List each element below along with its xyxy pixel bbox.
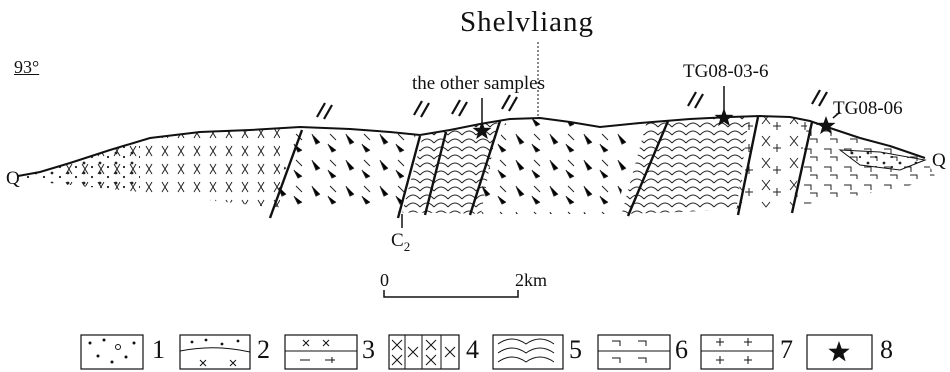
legend-number-1: 1 (152, 335, 165, 364)
rock-units (18, 116, 935, 214)
gravel-dots-pattern (80, 334, 144, 370)
direction-label: 93° (14, 57, 40, 77)
fault-sense-symbol (451, 99, 468, 117)
unit-lcross-central (470, 116, 640, 214)
legend-number-5: 5 (569, 335, 582, 364)
legend-number-8: 8 (880, 335, 893, 364)
quaternary-label-right: Q (932, 150, 946, 171)
x-columns-pattern (388, 334, 460, 370)
legend-number-3: 3 (362, 335, 375, 364)
legend-number-7: 7 (780, 335, 793, 364)
scale-bar (383, 290, 519, 298)
scale-end-label: 2km (515, 270, 548, 290)
fault-line (268, 129, 304, 219)
fault-line (396, 135, 422, 219)
unit-arc-central (400, 116, 500, 214)
fault-sense-symbol (413, 100, 430, 118)
sample-star-tg08-06 (816, 116, 836, 135)
carboniferous-label-sub: 2 (403, 238, 411, 254)
legend-number-6: 6 (675, 335, 688, 364)
fault-line (736, 116, 760, 216)
scale-start-label: 0 (380, 270, 389, 290)
carboniferous-label: C2 (391, 231, 410, 253)
fault-line (626, 120, 670, 217)
sample-label-tg08-06: TG08-06 (833, 98, 903, 119)
sample-label-tg08-03-6: TG08-03-6 (683, 61, 769, 82)
legend-number-2: 2 (257, 335, 270, 364)
brackets-pattern (597, 334, 671, 370)
quaternary-label-left: Q (6, 168, 20, 189)
location-title: Shelvliang (460, 6, 595, 38)
plus-pattern (700, 334, 774, 370)
fault-line (790, 121, 814, 214)
other-samples-label: the other samples (412, 73, 545, 94)
unit-plus-west (270, 116, 420, 214)
fault-sense-symbol (687, 91, 704, 109)
carboniferous-label-main: C (391, 230, 404, 251)
sample-star-other (472, 121, 492, 140)
fault-sense-symbols (316, 89, 828, 120)
legend-number-4: 4 (466, 335, 479, 364)
star-sample-symbol (806, 334, 873, 370)
crosses-dashes-pattern (284, 334, 358, 370)
sandstone-dots-pattern (179, 334, 251, 370)
topographic-surface (17, 114, 926, 177)
quaternary-cover-right (838, 149, 927, 171)
fault-sense-symbol (501, 94, 518, 112)
arc-layers-pattern (492, 334, 564, 370)
fault-line (468, 120, 502, 216)
unit-arc-east (620, 116, 750, 214)
faults (268, 116, 814, 219)
fault-sense-symbol (316, 102, 333, 120)
sample-pointer-line (832, 111, 841, 119)
fault-line (423, 131, 448, 216)
sample-star-tg08-03-6 (714, 108, 734, 127)
fault-sense-symbol (811, 89, 828, 107)
